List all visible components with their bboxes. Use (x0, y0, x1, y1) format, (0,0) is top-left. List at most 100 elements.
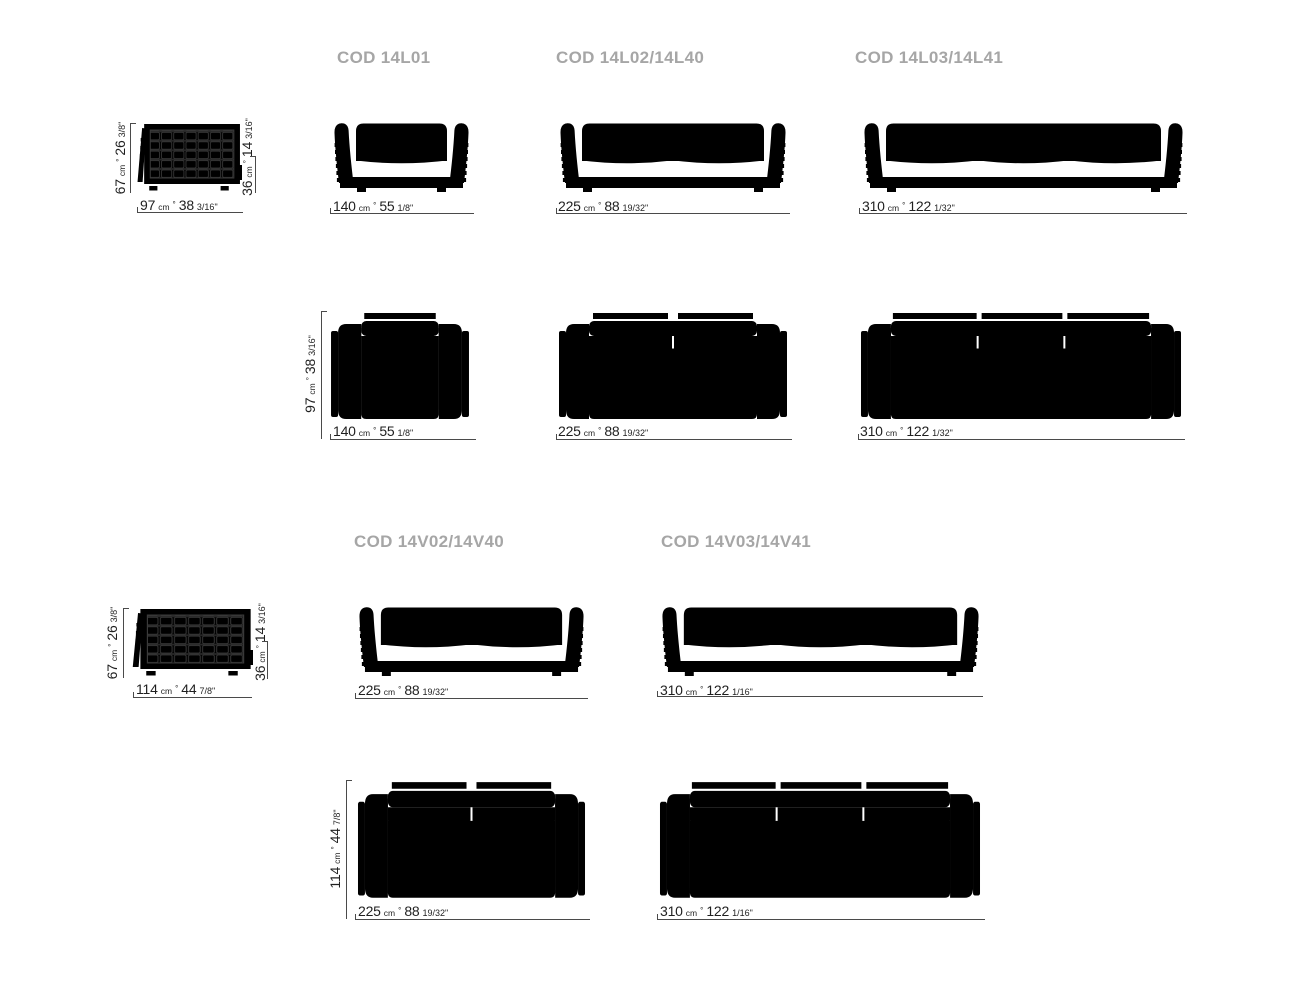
dim-separator: ° (398, 685, 402, 694)
dim-separator: ° (900, 426, 904, 435)
dim-cm-unit: cm (117, 164, 127, 177)
front-view-2seat-14l02 (556, 121, 790, 195)
dim-inch-value: 14 (252, 626, 268, 643)
dim-separator: ° (700, 906, 704, 915)
dim-cm-value: 97 (140, 197, 156, 213)
dim-cm-unit: cm (583, 428, 596, 438)
dim-cm-unit: cm (885, 428, 898, 438)
dim-inch-value: 26 (104, 625, 120, 641)
dim-cm-unit: cm (383, 908, 396, 918)
model-code-heading-14l03: COD 14L03/14L41 (855, 48, 1004, 67)
dim-line-vertical (123, 608, 129, 678)
dim-inch-fraction: 7/8" (199, 686, 216, 696)
top-view-2seat-14l02 (556, 311, 790, 422)
dim-inch-value: 88 (604, 198, 620, 214)
dim-separator: ° (373, 426, 377, 435)
dim-cm-value: 114 (327, 866, 343, 889)
dim-inch-fraction: 3/16" (196, 202, 218, 212)
dim-line (355, 693, 588, 699)
dim-inch-fraction: 7/8" (332, 809, 342, 826)
dim-cm-unit: cm (887, 203, 900, 213)
dim-inch-fraction: 1/8" (397, 428, 414, 438)
dim-cm-value: 36 (239, 180, 255, 196)
dim-separator: ° (373, 201, 377, 210)
dim-cm-unit: cm (583, 203, 596, 213)
dim-cm-unit: cm (307, 383, 317, 395)
dim-cm-unit: cm (109, 649, 119, 662)
dim-cm-value: 225 (358, 903, 381, 919)
dim-inch-fraction: 3/8" (117, 121, 127, 138)
dim-cm-value: 225 (558, 198, 581, 214)
dim-cm-value: 140 (333, 423, 356, 439)
seat-height-dimension-label: 36cm°143/16" (252, 598, 268, 686)
dim-inch-value: 122 (908, 198, 932, 214)
dim-line (330, 208, 474, 214)
dim-cm-unit: cm (257, 651, 267, 663)
dim-line (556, 434, 792, 440)
dim-inch-fraction: 1/16" (732, 687, 753, 697)
dim-inch-value: 88 (604, 423, 620, 439)
height-dimension-label: 67cm°263/8" (112, 114, 128, 202)
dim-separator: ° (115, 158, 124, 162)
dim-separator: ° (598, 201, 602, 210)
dim-cm-value: 225 (358, 682, 381, 698)
front-view-3seat-14l03 (860, 121, 1187, 195)
dim-inch-value: 122 (906, 423, 930, 439)
dim-line (556, 208, 790, 214)
dim-separator: ° (242, 160, 251, 164)
dim-cm-unit: cm (358, 203, 371, 213)
dim-inch-fraction: 3/16" (244, 118, 254, 139)
dim-inch-value: 122 (706, 682, 730, 698)
dim-inch-fraction: 1/16" (732, 908, 753, 918)
dim-inch-value: 44 (181, 681, 197, 697)
dim-inch-fraction: 19/32" (622, 203, 649, 213)
dim-inch-fraction: 19/32" (622, 428, 649, 438)
seat-height-dimension-label: 36cm°143/16" (239, 113, 255, 201)
model-code-heading-14v02: COD 14V02/14V40 (354, 532, 505, 551)
dim-inch-value: 38 (178, 197, 194, 213)
front-view-armchair-14l01 (330, 121, 473, 195)
dim-cm-value: 310 (860, 423, 883, 439)
dim-line (133, 692, 252, 698)
dim-inch-fraction: 1/32" (932, 428, 953, 438)
dim-inch-value: 55 (379, 198, 395, 214)
dim-line (355, 914, 590, 920)
dim-cm-unit: cm (383, 687, 396, 697)
front-view-3seat-14v03 (658, 605, 983, 679)
dim-cm-value: 310 (660, 682, 683, 698)
depth-dimension-label: 114cm°447/8" (327, 805, 343, 893)
dim-separator: ° (175, 684, 179, 693)
dim-inch-value: 88 (404, 903, 420, 919)
dim-separator: ° (305, 377, 314, 381)
dim-inch-value: 88 (404, 682, 420, 698)
dim-inch-value: 122 (706, 903, 730, 919)
dim-separator: ° (255, 645, 264, 649)
dim-inch-fraction: 19/32" (422, 687, 449, 697)
height-dimension-label: 67cm°263/8" (104, 599, 120, 687)
front-view-2seat-14v02 (355, 605, 588, 679)
model-code-heading-14v03: COD 14V03/14V41 (661, 532, 812, 551)
dim-inch-fraction: 3/16" (307, 335, 317, 356)
dim-line (137, 207, 243, 213)
dim-cm-unit: cm (332, 852, 342, 864)
dim-inch-fraction: 1/8" (397, 203, 414, 213)
dim-cm-unit: cm (685, 908, 698, 918)
dim-separator: ° (700, 685, 704, 694)
side-view-drawing-14l (136, 122, 242, 194)
dim-separator: ° (398, 906, 402, 915)
dim-line (859, 208, 1187, 214)
top-view-armchair-14l01 (328, 311, 472, 422)
dim-inch-fraction: 3/16" (257, 603, 267, 624)
depth-dimension-label: 97cm°383/16" (302, 330, 318, 418)
top-view-3seat-14l03 (858, 311, 1184, 422)
dim-cm-value: 310 (862, 198, 885, 214)
dim-line (330, 434, 476, 440)
dim-separator: ° (598, 426, 602, 435)
dim-cm-unit: cm (358, 428, 371, 438)
